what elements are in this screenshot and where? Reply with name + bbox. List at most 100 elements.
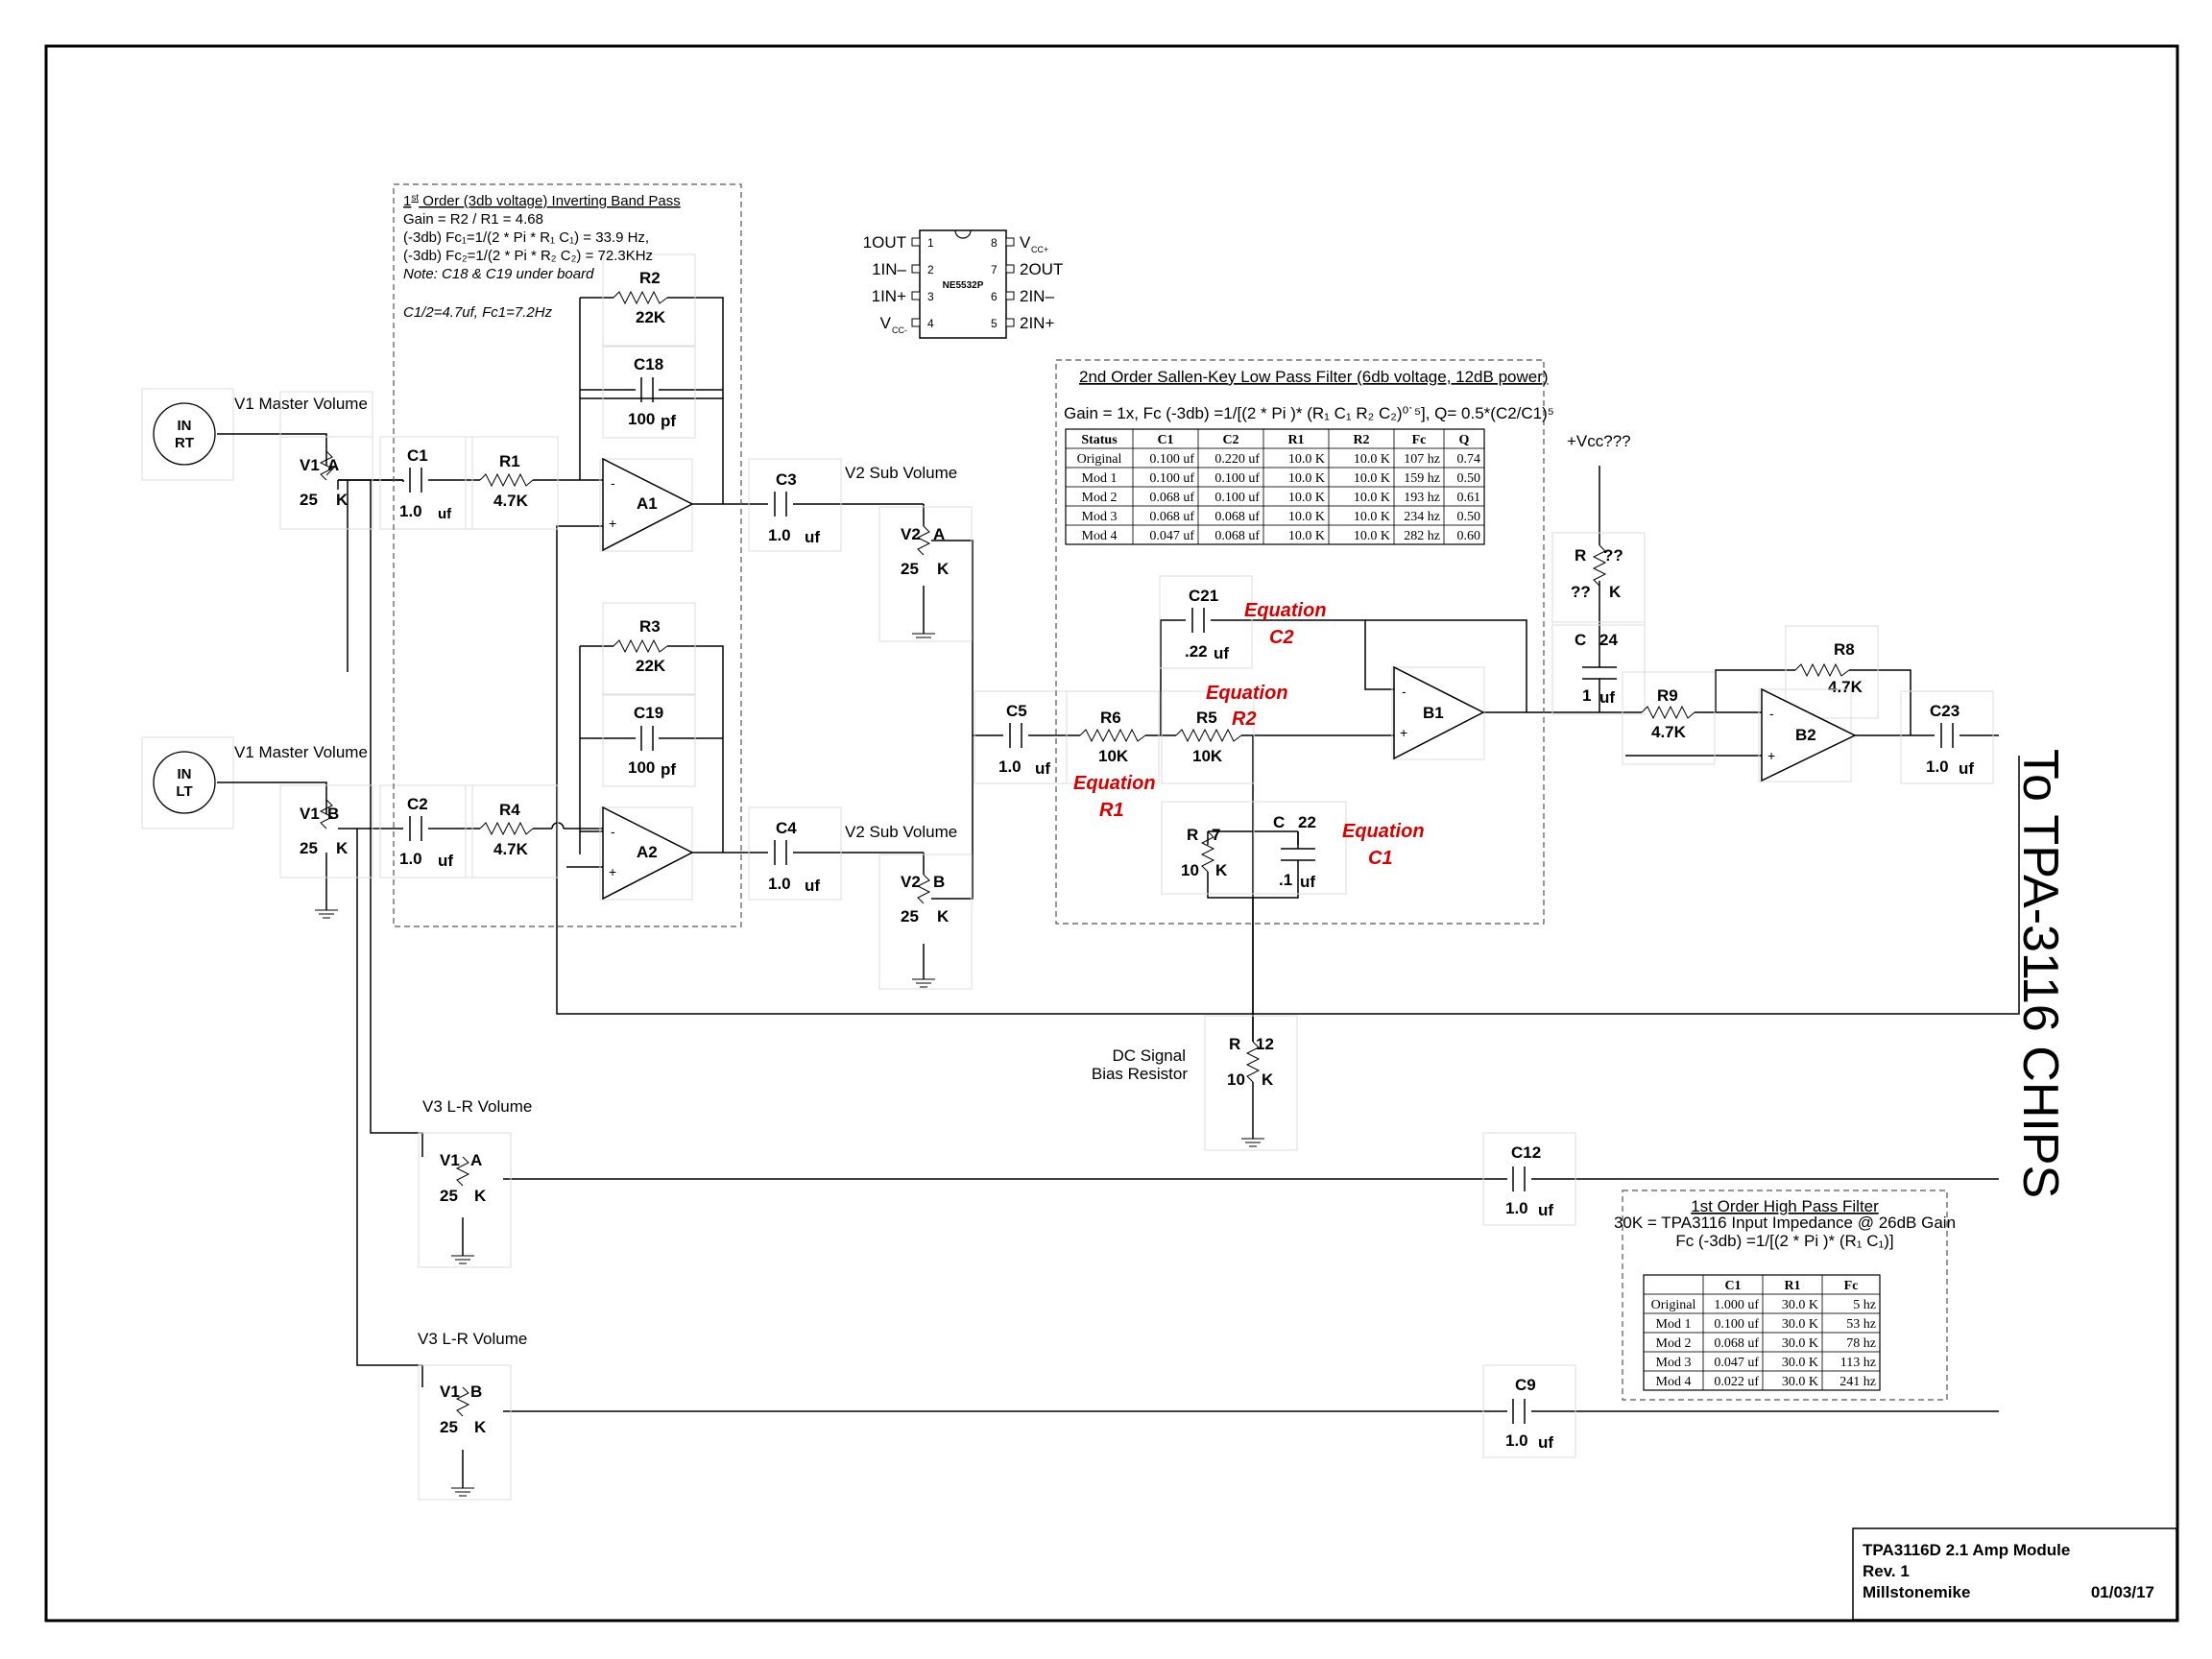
label-v3-lr-b: V3 L-R Volume (418, 1330, 527, 1348)
sallen-key-table-header-cell: C2 (1222, 433, 1238, 447)
connector-in-lt: IN LT (141, 736, 234, 830)
chip-pin-2-label: 1IN– (872, 260, 906, 278)
sallen-key-table-cell: 10.0 K (1288, 452, 1325, 467)
svg-text:-: - (1402, 684, 1407, 699)
chip-pin-3-num: 3 (927, 290, 934, 303)
pot-v3a-name: V1 (440, 1151, 460, 1169)
sallen-key-table-cell: 0.068 uf (1149, 491, 1194, 505)
wiring (217, 297, 2020, 1497)
chip-pin-6-label: 2IN– (1020, 287, 1054, 305)
equation-c2-line2: C2 (1269, 627, 1294, 648)
bandpass-fc2: (-3db) Fc₂=1/(2 * Pi * R₂ C₂) = 72.3KHz (403, 248, 653, 264)
label-v1-master-a: V1 Master Volume (234, 395, 368, 413)
sallen-key-table-cell: 0.220 uf (1214, 452, 1260, 467)
capacitor-c1-value: 1.0 (399, 502, 422, 520)
resistor-r5-value: 10K (1192, 747, 1223, 765)
sallen-key-table-header-cell: Fc (1412, 433, 1427, 447)
label-v3-lr-a: V3 L-R Volume (422, 1097, 532, 1116)
capacitor-c2-unit: uf (438, 852, 453, 870)
capacitor-c23-name: C23 (1930, 702, 1960, 720)
pot-v1a: V1 A 25 K (279, 391, 373, 530)
capacitor-c23: C23 1.0 uf (1900, 690, 1994, 784)
opamp-b2-label: B2 (1795, 726, 1816, 744)
title-block-line1: TPA3116D 2.1 Amp Module (1863, 1541, 2070, 1559)
capacitor-c5-unit: uf (1035, 759, 1050, 778)
capacitor-c5-name: C5 (1006, 702, 1027, 720)
sallen-key-table-header-cell: R2 (1353, 433, 1369, 447)
svg-text:-: - (1769, 706, 1774, 721)
sallen-key-title: 2nd Order Sallen-Key Low Pass Filter (6d… (1079, 368, 1549, 386)
capacitor-c22-name2: 22 (1298, 813, 1316, 831)
pot-v1b-name: V1 (300, 805, 320, 823)
highpass-table-cell: Original (1651, 1298, 1696, 1312)
highpass-table-cell: 0.022 uf (1714, 1375, 1759, 1389)
sallen-key-table-cell: 0.50 (1457, 510, 1481, 524)
resistor-r4: R4 4.7K (465, 784, 559, 878)
pot-v3b: V1 B 25 K (418, 1364, 512, 1501)
sallen-key-table-cell: 159 hz (1404, 471, 1440, 486)
capacitor-c12-name: C12 (1511, 1143, 1541, 1162)
resistor-r2-value: 22K (636, 308, 666, 326)
capacitor-c22-unit: uf (1300, 873, 1315, 891)
pot-v3b-value: 25 (440, 1418, 458, 1436)
capacitor-c22-name: C (1273, 813, 1285, 831)
label-dc-bias-1: DC Signal (1112, 1046, 1186, 1065)
pot-v2a-unit: K (937, 560, 950, 578)
capacitor-c2-value: 1.0 (399, 850, 422, 868)
resistor-r12: R 12 10 K (1204, 1015, 1298, 1151)
resistor-r3: R3 22K (602, 602, 696, 696)
resistor-rvcc-unit: K (1609, 583, 1622, 601)
capacitor-c2-name: C2 (407, 795, 428, 813)
highpass-region (1622, 1190, 1948, 1401)
resistor-r7-name: R (1187, 826, 1198, 844)
sallen-key-table-cell: 10.0 K (1288, 471, 1325, 486)
chip-pin-5-label: 2IN+ (1020, 314, 1054, 332)
equation-r1-label: Equation R1 (1073, 773, 1156, 821)
capacitor-c4-name: C4 (776, 819, 797, 837)
capacitor-c23-value: 1.0 (1926, 757, 1949, 776)
capacitor-c24-unit: uf (1599, 688, 1615, 707)
highpass-table-cell: 0.100 uf (1714, 1317, 1759, 1332)
pot-v3b-sub: B (470, 1382, 482, 1401)
resistor-rvcc-name: R (1575, 546, 1586, 565)
opamp-b2: - + B2 (1758, 687, 1857, 782)
resistor-r6-name: R6 (1100, 709, 1121, 727)
sallen-key-table-cell: 10.0 K (1354, 529, 1390, 543)
capacitor-c19-value: 100 (628, 758, 655, 777)
sallen-key-table-header-cell: C1 (1157, 433, 1173, 447)
pot-v2a-sub: A (933, 525, 945, 543)
output-label: To TPA-3116 CHIPS (2012, 749, 2068, 1198)
highpass-table-cell: Mod 1 (1656, 1317, 1692, 1332)
connector-in-lt-line2: LT (176, 783, 192, 800)
equation-r2-line2: R2 (1232, 709, 1257, 730)
capacitor-c9-unit: uf (1538, 1433, 1553, 1452)
capacitor-c21-unit: uf (1214, 644, 1229, 662)
capacitor-c5-value: 1.0 (998, 757, 1022, 776)
equation-c1-line1: Equation (1342, 821, 1425, 842)
capacitor-c22: C 22 .1 uf (1253, 801, 1347, 895)
opamp-b1: - + B1 (1391, 665, 1485, 760)
connector-in-rt-line2: RT (175, 435, 194, 451)
sallen-key-table-cell: 10.0 K (1288, 529, 1325, 543)
highpass-table-header-cell: C1 (1724, 1279, 1741, 1293)
capacitor-c1-name: C1 (407, 446, 428, 465)
capacitor-c22-value: .1 (1279, 871, 1292, 889)
capacitor-c9: C9 1.0 uf (1482, 1364, 1576, 1458)
resistor-rvcc-value: ?? (1571, 583, 1591, 601)
capacitor-c24-name: C (1575, 631, 1586, 649)
pot-v2a: V2 A 25 K (878, 506, 973, 642)
sallen-key-table-cell: 10.0 K (1288, 510, 1325, 524)
bandpass-title: Order (3db voltage) Inverting Band Pass (419, 193, 681, 209)
equation-c2-line1: Equation (1244, 600, 1327, 621)
capacitor-c4-value: 1.0 (768, 875, 791, 893)
sallen-key-table-cell: 10.0 K (1288, 491, 1325, 505)
highpass-table-header-cell: R1 (1784, 1279, 1800, 1293)
pot-v1a-unit: K (336, 491, 349, 509)
sallen-key-table-cell: 0.100 uf (1214, 471, 1260, 486)
capacitor-c23-unit: uf (1959, 759, 1974, 778)
chip-ne5532p: NE5532P 1 2 3 4 8 7 6 5 1OUT 1IN– 1IN+ V… (863, 229, 1063, 339)
capacitor-c19-name: C19 (634, 704, 663, 722)
resistor-r5-name: R5 (1196, 709, 1217, 727)
